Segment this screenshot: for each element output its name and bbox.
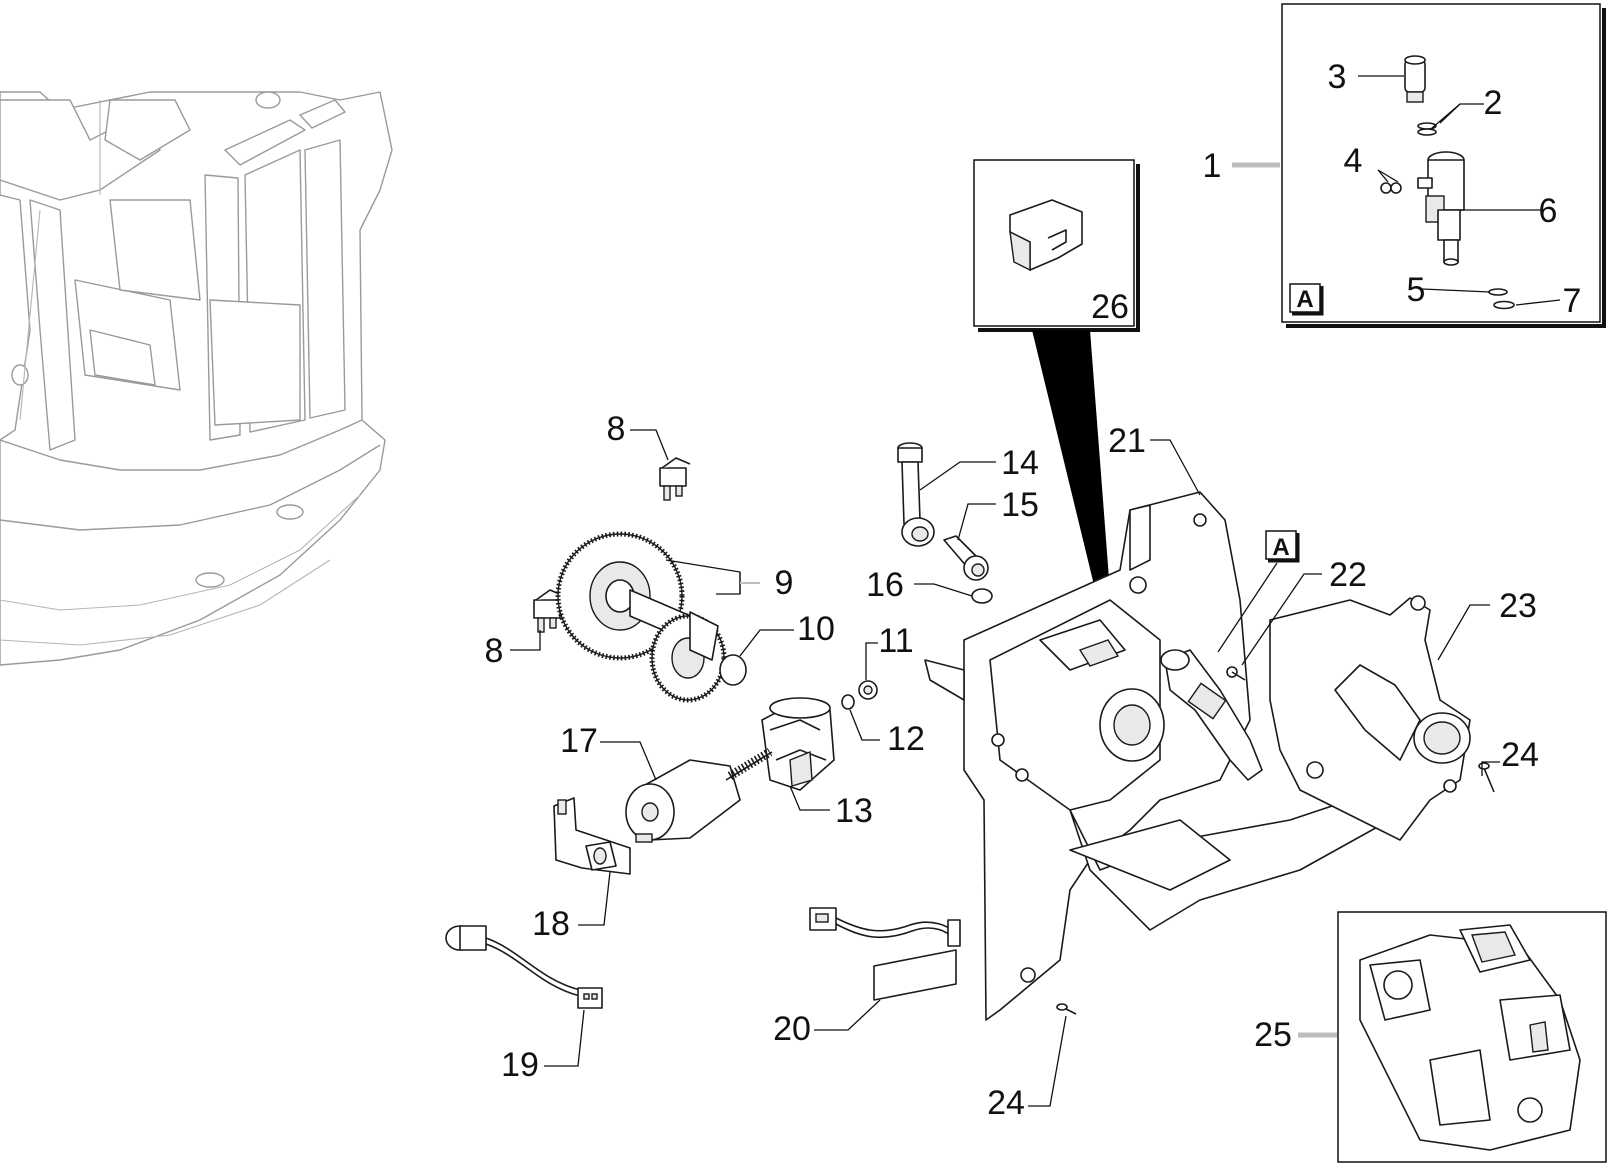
part-22-valve: [1160, 649, 1263, 781]
callout-12: 12: [887, 720, 925, 758]
callout-4: 4: [1344, 142, 1363, 180]
callout-13: 13: [835, 792, 873, 830]
part-20-cable: [809, 907, 961, 1001]
callout-19: 19: [501, 1046, 539, 1084]
callout-20: 20: [773, 1010, 811, 1048]
part-25-assembly: [1359, 924, 1581, 1151]
part-12-washer: [841, 694, 855, 710]
part-8-microswitch-top: [659, 457, 691, 501]
detail-box-25: [1337, 911, 1607, 1163]
part-14-pipe: [897, 442, 935, 547]
callout-5: 5: [1407, 271, 1426, 309]
callout-15: 15: [1001, 486, 1039, 524]
part-10-o-ring: [719, 654, 747, 686]
callout-8-bottom: 8: [485, 632, 504, 670]
part-17-motor: [625, 748, 773, 843]
callout-6: 6: [1539, 192, 1558, 230]
callout-2: 2: [1484, 84, 1503, 122]
callout-3: 3: [1328, 58, 1347, 96]
part-2-o-rings: [1417, 122, 1437, 136]
part-6-valve-body: [1417, 151, 1465, 266]
part-3-valve: [1404, 55, 1426, 103]
part-8-microswitch-bottom: [533, 589, 565, 633]
part-5-7-rings: [1488, 288, 1515, 310]
callout-25: 25: [1254, 1016, 1292, 1054]
part-11-nut: [858, 680, 878, 700]
callout-22: 22: [1329, 556, 1367, 594]
callout-9: 9: [775, 564, 794, 602]
part-26-clip: [1009, 199, 1083, 272]
detail-26-pointer: [1032, 330, 1112, 618]
callout-17: 17: [560, 722, 598, 760]
callout-11: 11: [878, 622, 913, 660]
callout-7: 7: [1563, 282, 1582, 320]
detail-a-part-marker-label: A: [1272, 534, 1289, 561]
detail-a-marker-label: A: [1296, 286, 1313, 313]
callout-1: 1: [1203, 147, 1222, 185]
part-24-screw-right: [1478, 762, 1495, 793]
part-15-fitting: [943, 535, 989, 581]
part-13-coupling: [761, 697, 835, 791]
part-16-o-ring: [971, 588, 993, 604]
callout-26: 26: [1091, 288, 1129, 326]
callout-16: 16: [866, 566, 904, 604]
part-19-cable: [445, 925, 603, 1009]
part-18-bracket: [553, 797, 631, 875]
detail-a-part-marker-box: [1265, 530, 1297, 560]
detail-box-26: 26: [973, 159, 1140, 332]
part-24-screw-bottom: [1056, 1003, 1077, 1015]
callout-14: 14: [1001, 444, 1039, 482]
part-9-gear-set: [555, 531, 727, 703]
part-4-small-rings: [1380, 182, 1402, 194]
callout-24-bottom: 24: [987, 1084, 1025, 1122]
ghost-housing-assembly: [0, 91, 393, 666]
callout-24-right: 24: [1501, 736, 1539, 774]
callout-21: 21: [1108, 422, 1146, 460]
callout-8-top: 8: [607, 410, 626, 448]
part-21-main-frame: [924, 491, 1391, 1021]
callout-23: 23: [1499, 587, 1537, 625]
callout-10: 10: [797, 610, 835, 648]
detail-a-marker-box: [1289, 283, 1321, 313]
detail-box-1: A: [1281, 3, 1606, 328]
part-23-side-plate: [1269, 595, 1471, 841]
callout-18: 18: [532, 905, 570, 943]
